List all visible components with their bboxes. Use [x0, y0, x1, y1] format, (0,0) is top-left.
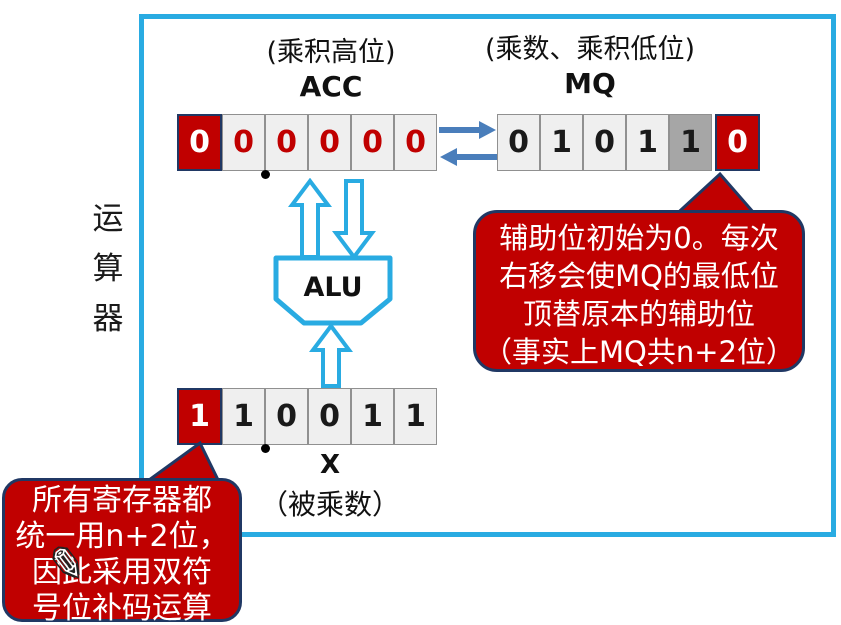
arithmetic-unit-box [139, 14, 836, 537]
acc-bit-cell: 0 [394, 114, 437, 171]
x-sign-cell: 1 [177, 388, 222, 445]
x-note-bubble: 所有寄存器都 统一用n+2位， 因此采用双符 号位补码运算 [2, 478, 242, 625]
acc-bit-cell: 0 [308, 114, 351, 171]
x-bit-cell: 0 [308, 388, 351, 445]
acc-bit-cell: 0 [265, 114, 308, 171]
acc-radix-point-dot [261, 170, 270, 179]
acc-sign-cell: 0 [177, 114, 222, 171]
x-bit-cell: 0 [265, 388, 308, 445]
acc-caption: (乘积高位) [266, 37, 396, 68]
mq-auxiliary-bit-cell: 0 [715, 114, 760, 171]
acc-register: 0 0 0 0 0 0 [177, 114, 437, 171]
acc-to-mq-arrow [439, 121, 496, 139]
mq-bit-cell: 1 [626, 114, 669, 171]
mq-bit-cell: 1 [540, 114, 583, 171]
alu-label: ALU [303, 272, 363, 303]
pencil-icon: ✎ [46, 539, 87, 591]
x-bit-cell: 1 [351, 388, 394, 445]
x-radix-point-dot [261, 444, 270, 453]
x-bit-cell: 1 [394, 388, 437, 445]
alu-to-acc-arrow [288, 178, 332, 259]
x-register: 1 1 0 0 1 1 [177, 388, 437, 445]
mq-register: 0 1 0 1 1 0 [497, 114, 760, 171]
mq-note-bubble: 辅助位初始为0。每次 右移会使MQ的最低位 顶替原本的辅助位 （事实上MQ共n+… [473, 210, 805, 372]
x-name: X [319, 450, 341, 480]
acc-to-alu-arrow [332, 179, 376, 260]
mq-lowest-bit-cell: 1 [669, 114, 712, 171]
acc-name: ACC [299, 70, 363, 103]
mq-name: MQ [564, 67, 616, 100]
mq-bit-cell: 0 [497, 114, 540, 171]
acc-bit-cell: 0 [351, 114, 394, 171]
mq-bit-cell: 0 [583, 114, 626, 171]
x-caption: （被乘数） [259, 488, 400, 521]
x-bit-cell: 1 [222, 388, 265, 445]
mq-header: (乘数、乘积低位) MQ [460, 33, 720, 101]
arithmetic-unit-label: 运 算 器 [92, 201, 124, 337]
x-to-alu-arrow [309, 322, 353, 388]
alu-shape [273, 255, 393, 326]
acc-header: (乘积高位) ACC [231, 36, 431, 104]
mq-to-acc-arrow [440, 148, 497, 166]
mq-caption: (乘数、乘积低位) [484, 34, 696, 65]
acc-bit-cell: 0 [222, 114, 265, 171]
